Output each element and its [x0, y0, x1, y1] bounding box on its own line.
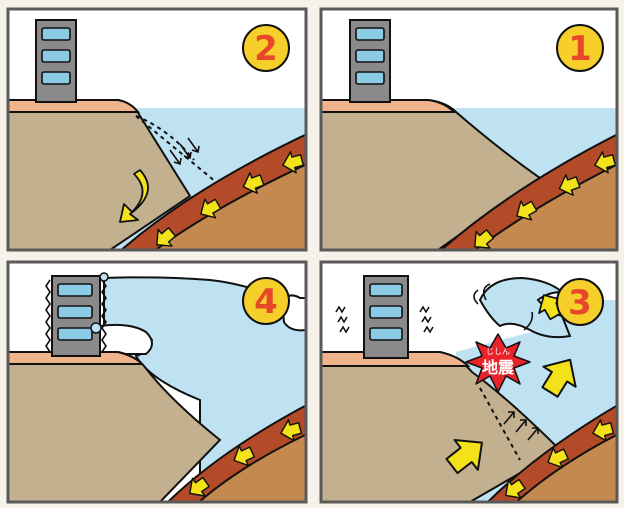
building-icon	[36, 20, 76, 102]
quake-ruby-text: じしん	[486, 347, 510, 356]
panel-number: 1	[568, 29, 592, 69]
building-icon	[364, 276, 408, 358]
panel-1: 1	[321, 9, 624, 270]
panel-2: 2	[8, 9, 320, 270]
panel-badge: 1	[557, 25, 603, 71]
panel-badge: 3	[557, 279, 603, 325]
panel-badge: 4	[243, 278, 289, 324]
water-droplet	[100, 273, 108, 281]
quake-label: 地震	[482, 358, 515, 377]
panel-number: 2	[254, 29, 278, 69]
panel-4: 4	[8, 262, 320, 508]
panel-number: 4	[254, 282, 278, 322]
panel-number: 3	[568, 283, 592, 323]
red-burst-icon: じしん 地震	[466, 334, 530, 392]
building-icon	[46, 276, 106, 356]
panel-3: じしん 地震 3	[321, 262, 624, 508]
panel-badge: 2	[243, 25, 289, 71]
building-icon	[350, 20, 390, 102]
water-droplet	[91, 323, 101, 333]
